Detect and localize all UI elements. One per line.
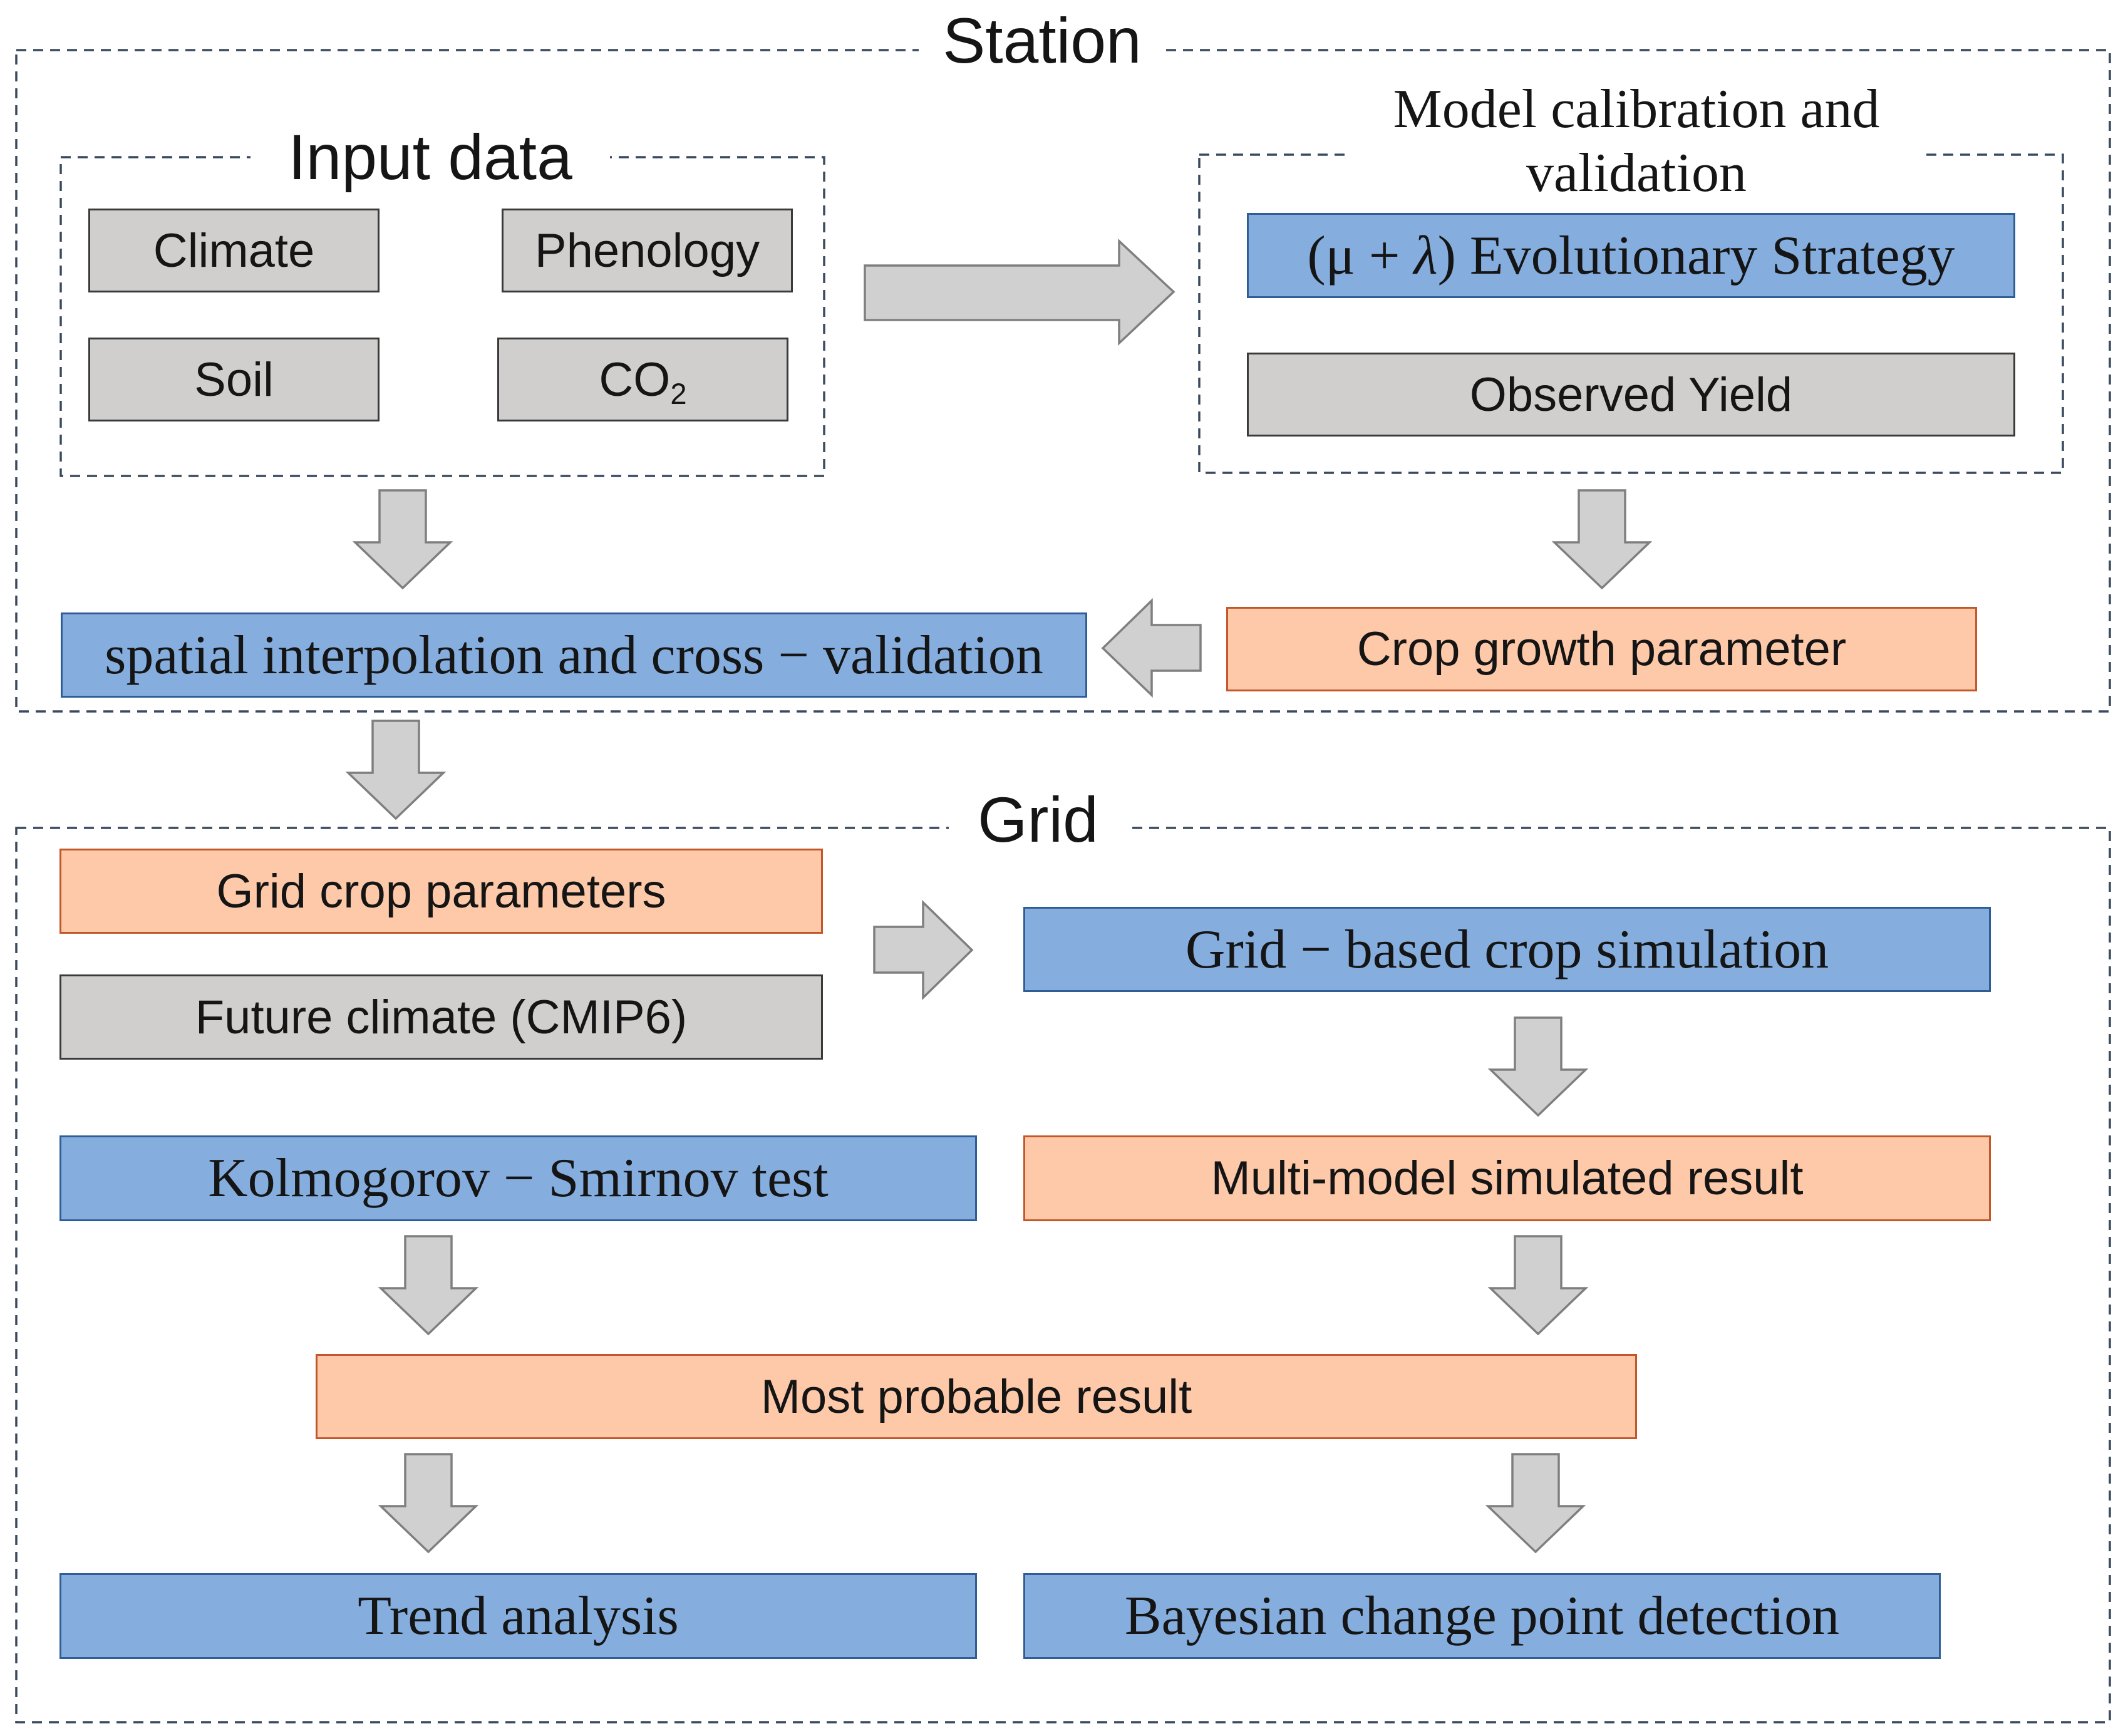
crop-growth-parameter-box: Crop growth parameter bbox=[1226, 607, 1977, 691]
arrow-multi-model-down bbox=[1487, 1235, 1589, 1336]
arrow-input-down bbox=[352, 489, 453, 590]
trend-analysis-box: Trend analysis bbox=[59, 1573, 977, 1659]
model-calibration-title-line2: validation bbox=[1526, 143, 1747, 204]
grid-simulation-box: Grid − based crop simulation bbox=[1023, 907, 1991, 992]
climate-label: Climate bbox=[153, 224, 315, 277]
climate-box: Climate bbox=[88, 209, 380, 292]
evolutionary-strategy-box: (μ + λ) Evolutionary Strategy bbox=[1247, 213, 2015, 298]
phenology-label: Phenology bbox=[534, 224, 760, 277]
input-data-frame bbox=[59, 156, 825, 477]
arrow-most-probable-to-bayesian bbox=[1485, 1453, 1586, 1554]
spatial-interpolation-label: spatial interpolation and cross − valida… bbox=[105, 624, 1043, 686]
arrow-ks-test-down bbox=[378, 1235, 479, 1336]
evolutionary-strategy-label: (μ + λ) Evolutionary Strategy bbox=[1307, 224, 1955, 287]
arrow-input-to-calibration bbox=[864, 238, 1175, 346]
co2-label: CO2 bbox=[599, 353, 687, 410]
multi-model-result-label: Multi-model simulated result bbox=[1211, 1152, 1804, 1205]
model-calibration-title: Model calibration and validation bbox=[1348, 78, 1924, 205]
station-title: Station bbox=[919, 6, 1165, 75]
grid-crop-parameters-box: Grid crop parameters bbox=[59, 849, 823, 934]
multi-model-result-box: Multi-model simulated result bbox=[1023, 1135, 1991, 1221]
bayesian-detection-box: Bayesian change point detection bbox=[1023, 1573, 1941, 1659]
grid-simulation-label: Grid − based crop simulation bbox=[1185, 919, 1829, 980]
co2-base: CO bbox=[599, 353, 671, 406]
ks-test-label: Kolmogorov − Smirnov test bbox=[208, 1148, 829, 1209]
model-calibration-title-line1: Model calibration and bbox=[1393, 79, 1880, 140]
arrow-grid-params-to-simulation bbox=[873, 899, 974, 1001]
station-frame bbox=[15, 49, 2111, 713]
bayesian-detection-label: Bayesian change point detection bbox=[1124, 1586, 1840, 1646]
soil-label: Soil bbox=[194, 353, 274, 406]
input-data-title: Input data bbox=[251, 123, 610, 192]
spatial-interpolation-box: spatial interpolation and cross − valida… bbox=[61, 612, 1087, 698]
future-climate-label: Future climate (CMIP6) bbox=[195, 990, 688, 1044]
ks-test-box: Kolmogorov − Smirnov test bbox=[59, 1135, 977, 1221]
future-climate-box: Future climate (CMIP6) bbox=[59, 974, 823, 1060]
arrow-crop-param-to-interpolation bbox=[1101, 597, 1202, 698]
co2-subscript: 2 bbox=[670, 376, 687, 410]
trend-analysis-label: Trend analysis bbox=[358, 1586, 679, 1646]
observed-yield-box: Observed Yield bbox=[1247, 353, 2015, 437]
arrow-station-to-grid bbox=[345, 720, 447, 820]
most-probable-result-label: Most probable result bbox=[760, 1370, 1192, 1423]
co2-box: CO2 bbox=[497, 338, 788, 421]
evolutionary-strategy-prefix: (μ + bbox=[1307, 225, 1414, 286]
most-probable-result-box: Most probable result bbox=[316, 1354, 1637, 1439]
evolutionary-strategy-lambda: λ bbox=[1413, 225, 1438, 286]
crop-growth-parameter-label: Crop growth parameter bbox=[1356, 623, 1847, 676]
phenology-box: Phenology bbox=[502, 209, 793, 292]
grid-title: Grid bbox=[949, 785, 1127, 854]
observed-yield-label: Observed Yield bbox=[1469, 368, 1793, 421]
arrow-calibration-down bbox=[1551, 489, 1653, 590]
soil-box: Soil bbox=[88, 338, 380, 421]
arrow-simulation-down bbox=[1487, 1016, 1589, 1117]
grid-crop-parameters-label: Grid crop parameters bbox=[216, 864, 666, 918]
grid-frame bbox=[15, 827, 2111, 1723]
arrow-most-probable-to-trend bbox=[378, 1453, 479, 1554]
evolutionary-strategy-suffix: ) Evolutionary Strategy bbox=[1437, 225, 1955, 286]
